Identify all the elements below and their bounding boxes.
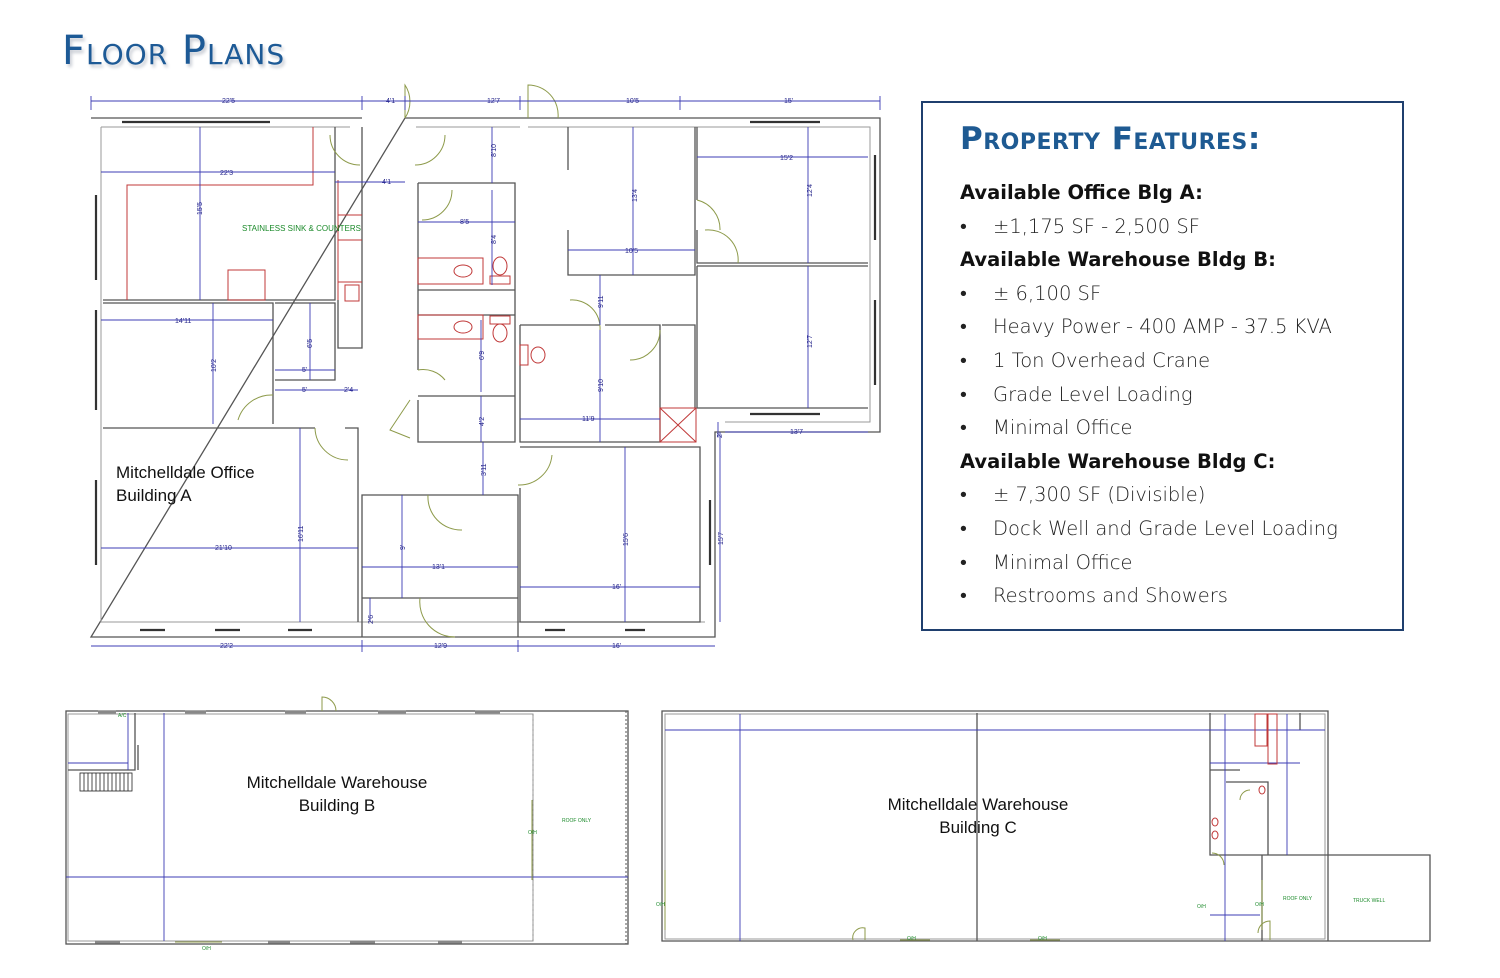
plan-label: 9' — [400, 545, 407, 550]
list-item: •±1,175 SF - 2,500 SF — [960, 214, 1201, 238]
plan-label: 22'5 — [222, 98, 235, 105]
page-title: Floor Plans — [62, 28, 286, 74]
plan-label: ROOF ONLY — [562, 818, 592, 824]
plan-label: ROOF ONLY — [1283, 896, 1313, 902]
building-c-plan: O/H O/H O/H O/H O/H ROOF ONLY TRUCK WELL… — [656, 710, 1431, 942]
plan-label: 16' — [612, 584, 621, 591]
building-c-label-2: Building C — [939, 818, 1017, 837]
plan-label: O/H — [202, 946, 211, 952]
plan-label: 5' — [302, 387, 307, 394]
plan-label: 9'11 — [598, 295, 605, 308]
plan-label: O/H — [656, 902, 665, 908]
plan-label: TRUCK WELL — [1353, 898, 1385, 904]
property-features-box: Property Features: Available Office Blg … — [921, 101, 1404, 631]
plan-label: 6'5 — [307, 339, 314, 348]
list-item: •Minimal Office — [960, 550, 1133, 574]
building-a-outer-wall — [89, 117, 881, 638]
building-c-label: Mitchelldale Warehouse — [888, 795, 1069, 814]
building-a-label-2: Building A — [116, 486, 192, 505]
plan-label: 13'4 — [632, 189, 639, 202]
plan-label: O/H — [1197, 904, 1206, 910]
plan-label: 4'1 — [386, 98, 395, 105]
plan-label: 8'4 — [491, 235, 498, 244]
plan-label: 11'9 — [582, 416, 595, 423]
dimension-labels: 22'5 4'1 12'7 10'5 15' 22'3 4'1 15'5 8'1… — [175, 98, 814, 650]
plan-label: 15'2 — [780, 155, 793, 162]
features-title: Property Features: — [960, 121, 1261, 157]
list-item: •± 7,300 SF (Divisible) — [960, 483, 1206, 507]
plan-label: 10'5 — [625, 248, 638, 255]
building-a-plan: 22'5 4'1 12'7 10'5 15' 22'3 4'1 15'5 8'1… — [89, 83, 881, 652]
plan-label: 15' — [784, 98, 793, 105]
list-item: •Heavy Power - 400 AMP - 37.5 KVA — [960, 315, 1332, 339]
list-item: •Grade Level Loading — [960, 382, 1193, 406]
plan-label: 12'4 — [807, 184, 814, 197]
list-item: •± 6,100 SF — [960, 281, 1102, 305]
plan-label: 10'2 — [211, 359, 218, 372]
plan-label: 15'5 — [197, 202, 204, 215]
plan-label: 12'7 — [487, 98, 500, 105]
kitchen-note: STAINLESS SINK & COUNTERS — [242, 224, 361, 233]
plan-label: A/C — [118, 713, 127, 719]
plan-label: O/H — [1038, 936, 1047, 942]
plan-label: O/H — [907, 936, 916, 942]
plan-label: 13'1 — [432, 564, 445, 571]
plan-label: 22'2 — [220, 643, 233, 650]
list-item: •Restrooms and Showers — [960, 584, 1228, 608]
plan-label: 22'3 — [220, 170, 233, 177]
plan-label: O/H — [528, 830, 537, 836]
plan-label: 12'9 — [434, 643, 447, 650]
building-b-plan: A/C O/H O/H ROOF ONLY Mitchelldale Wareh… — [65, 696, 629, 952]
plan-label: 4'1 — [382, 179, 391, 186]
section-heading: Available Warehouse Bldg C: — [960, 449, 1276, 473]
plan-label: 13'7 — [790, 429, 803, 436]
building-b-label: Mitchelldale Warehouse — [247, 773, 428, 792]
features-list: Available Office Blg A: •±1,175 SF - 2,5… — [960, 176, 1400, 613]
plan-label: 15'6 — [623, 533, 630, 546]
plan-label: 2'4 — [344, 387, 353, 394]
plan-label: 8'10 — [491, 144, 498, 157]
plan-label: 8'5 — [460, 219, 469, 226]
list-item: •1 Ton Overhead Crane — [960, 348, 1211, 372]
list-item: •Minimal Office — [960, 416, 1133, 440]
plan-label: 16'11 — [298, 526, 305, 542]
plan-label: 9'10 — [598, 379, 605, 392]
plan-label: 14'11 — [175, 318, 191, 325]
plan-label: 6'9 — [479, 351, 486, 360]
list-item: •Dock Well and Grade Level Loading — [960, 516, 1338, 540]
plan-label: 3'11 — [481, 463, 488, 476]
plan-label: 21'10 — [215, 545, 232, 552]
plan-label: 5' — [302, 367, 307, 374]
plan-label: 2'6 — [368, 615, 375, 624]
section-heading: Available Warehouse Bldg B: — [960, 248, 1276, 272]
plan-label: 15'7 — [718, 532, 725, 545]
plan-label: 2' — [717, 433, 724, 438]
plan-label: 12'7 — [807, 335, 814, 348]
plan-label: 16' — [612, 643, 621, 650]
plan-label: O/H — [1255, 902, 1264, 908]
building-a-label: Mitchelldale Office — [116, 463, 255, 482]
plan-label: 4'2 — [479, 417, 486, 426]
building-b-label-2: Building B — [299, 796, 376, 815]
plan-label: 10'5 — [626, 98, 639, 105]
section-heading: Available Office Blg A: — [960, 181, 1203, 204]
